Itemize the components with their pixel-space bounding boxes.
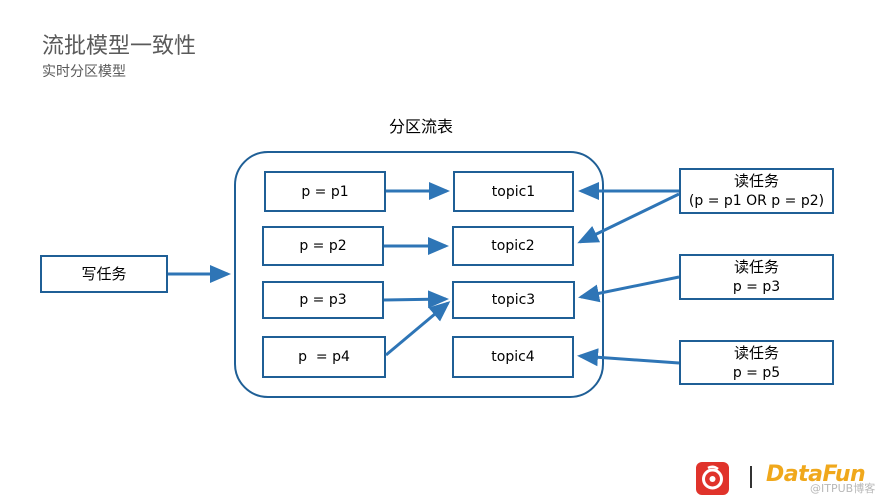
- topic-box-3: topic3: [452, 281, 575, 319]
- read-task-box-3: 读任务 p = p5: [679, 340, 834, 385]
- arrow-p4-to-topic3: [385, 301, 451, 357]
- partition-box-p4: p = p4: [262, 336, 386, 378]
- write-task-label: 写任务: [81, 265, 127, 283]
- partition-box-p3: p = p3: [262, 281, 384, 319]
- partition-table-container: [234, 151, 604, 398]
- datafun-brand-text: DataFun: [766, 462, 866, 487]
- read-task-title: 读任务: [733, 343, 779, 362]
- read-task-filter: p = p5: [732, 364, 781, 381]
- topic-label: topic1: [491, 183, 536, 200]
- arrow-read3-to-topic4: [577, 348, 680, 367]
- topic-label: topic4: [491, 349, 535, 365]
- read-task-box-1: 读任务 (p = p1 OR p = p2): [679, 168, 834, 214]
- partition-box-p2: p = p2: [262, 226, 384, 266]
- partition-table-label: 分区流表: [388, 117, 453, 136]
- topic-box-2: topic2: [452, 226, 574, 266]
- read-task-filter: p = p3: [732, 279, 781, 295]
- partition-box-p1: p = p1: [264, 171, 386, 212]
- datafun-logo-icon: DataFun: [766, 462, 866, 487]
- logo-separator: [750, 466, 752, 488]
- partition-label: p = p1: [301, 183, 349, 200]
- arrow-read2-to-topic3: [578, 275, 680, 303]
- topic-box-1: topic1: [453, 171, 574, 212]
- arrow-read1-to-topic2: [577, 192, 680, 244]
- netease-logo-icon: [696, 462, 729, 495]
- arrow-p3-to-topic3: [383, 290, 449, 309]
- topic-label: topic2: [491, 238, 535, 254]
- slide-title: 流批模型一致性: [42, 34, 197, 59]
- read-task-filter: (p = p1 OR p = p2): [688, 193, 825, 209]
- partition-label: p = p2: [299, 238, 347, 254]
- watermark-text: @ITPUB博客: [810, 482, 876, 495]
- read-task-title: 读任务: [733, 258, 779, 276]
- topic-box-4: topic4: [452, 336, 574, 378]
- partition-label: p = p4: [298, 349, 350, 365]
- write-task-box: 写任务: [40, 255, 168, 293]
- topic-label: topic3: [491, 292, 536, 308]
- read-task-box-2: 读任务 p = p3: [679, 254, 834, 300]
- read-task-title: 读任务: [733, 172, 779, 190]
- slide-subtitle: 实时分区模型: [42, 64, 126, 80]
- partition-label: p = p3: [299, 292, 347, 308]
